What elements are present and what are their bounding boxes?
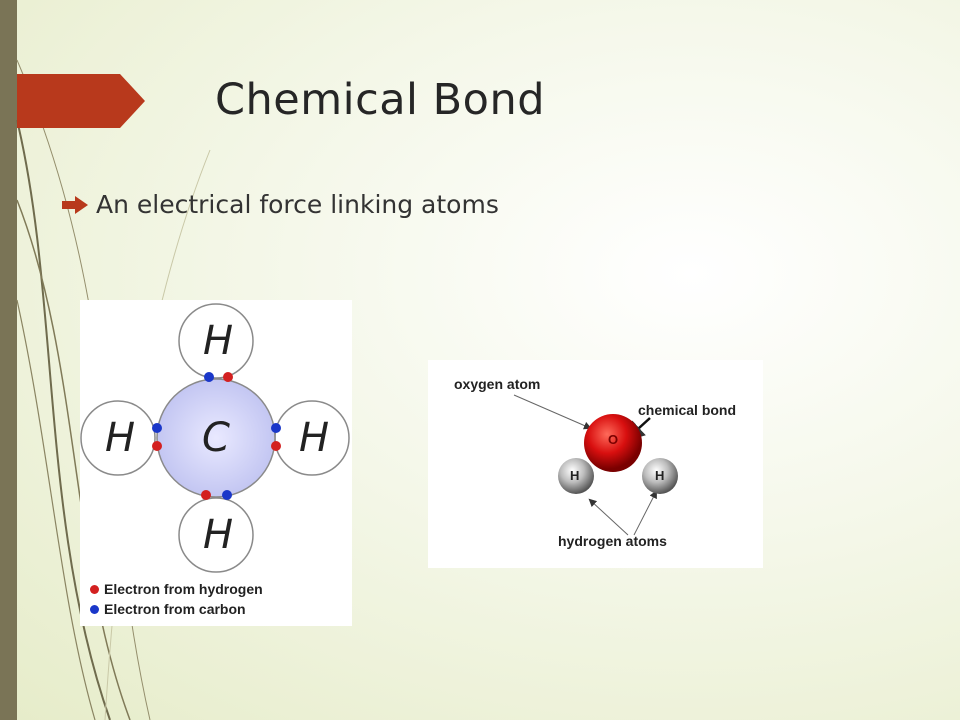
slide-title: Chemical Bond <box>215 75 546 125</box>
water-drawing <box>513 394 678 536</box>
left-sidebar-bar <box>0 0 17 720</box>
red-dot-icon <box>90 584 99 594</box>
hydrogen-right-label: H <box>299 415 330 461</box>
hydrogen-top-label: H <box>203 318 234 364</box>
oxygen-atom-label: oxygen atom <box>454 376 541 392</box>
hydrogen-left-label: H <box>105 415 136 461</box>
legend-item-hydrogen: Electron from hydrogen <box>90 581 263 597</box>
bullet-text: An electrical force linking atoms <box>96 190 499 219</box>
blue-dot-icon <box>90 604 99 614</box>
legend-label: Electron from hydrogen <box>104 581 263 597</box>
water-molecule-diagram: oxygen atom chemical bond hydrogen atoms… <box>428 360 763 568</box>
hydrogen-atoms-label: hydrogen atoms <box>558 533 667 549</box>
oxygen-ball-label: O <box>608 432 619 447</box>
title-accent-flag <box>17 74 145 128</box>
hydrogen-right-ball-label: H <box>655 468 665 483</box>
arrow-bullet-icon <box>62 195 88 214</box>
methane-diagram: H H H H C Electron from hydrogen Electro… <box>80 300 352 626</box>
carbon-label: C <box>202 415 230 461</box>
hydrogen-bottom-label: H <box>203 512 234 558</box>
chemical-bond-label: chemical bond <box>638 402 737 418</box>
legend-item-carbon: Electron from carbon <box>90 601 246 617</box>
methane-drawing <box>80 303 350 573</box>
hydrogen-left-ball-label: H <box>570 468 580 483</box>
bullet-item: An electrical force linking atoms <box>62 190 499 219</box>
legend-label: Electron from carbon <box>104 601 246 617</box>
